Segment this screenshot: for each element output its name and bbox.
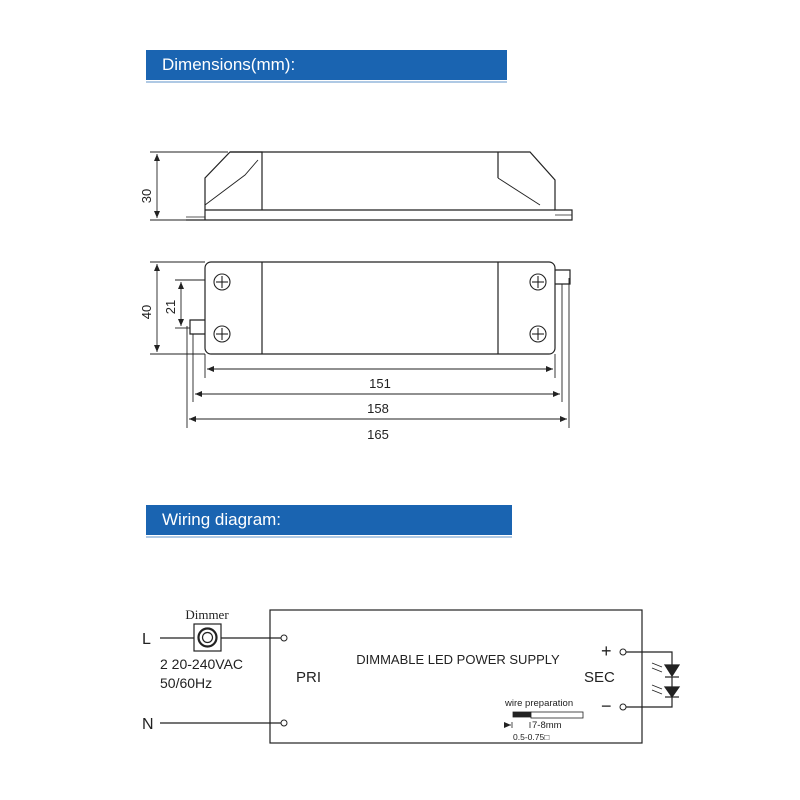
output-wires xyxy=(626,651,673,708)
side-view xyxy=(186,151,573,221)
length-extension-lines xyxy=(186,278,570,428)
line-label: L xyxy=(142,631,151,648)
screw-top-right-icon xyxy=(529,273,547,291)
wire-gauge-label: 0.5-0.75□ xyxy=(513,732,549,742)
led-diode-icon xyxy=(663,664,681,699)
mount-offset-label: 21 xyxy=(163,300,178,314)
strip-length-label: 7-8mm xyxy=(532,720,562,731)
screw-top-left-icon xyxy=(213,273,231,291)
plus-label: + xyxy=(601,641,612,661)
dimensions-section-title: Dimensions(mm): xyxy=(146,50,507,83)
top-width-dimension xyxy=(150,261,205,355)
sec-label: SEC xyxy=(584,669,615,686)
top-width-label: 40 xyxy=(139,305,154,319)
screw-bottom-right-icon xyxy=(529,325,547,343)
neutral-label: N xyxy=(142,716,154,733)
wire-prep-label: wire preparation xyxy=(504,698,573,709)
screw-bottom-left-icon xyxy=(213,325,231,343)
dimmer-knob-icon xyxy=(193,623,222,652)
wire-prep-icon xyxy=(504,711,584,728)
side-height-dimension xyxy=(150,151,228,221)
psu-title: DIMMABLE LED POWER SUPPLY xyxy=(356,652,560,667)
led-light-rays-icon xyxy=(651,662,663,695)
length-total-label: 165 xyxy=(367,427,389,442)
input-terminals xyxy=(280,634,288,727)
output-terminals xyxy=(619,648,627,711)
pri-label: PRI xyxy=(296,669,321,686)
side-height-label: 30 xyxy=(139,189,154,203)
input-wires xyxy=(160,637,281,724)
frequency-label: 50/60Hz xyxy=(160,675,212,691)
minus-label: − xyxy=(601,696,612,716)
length-mount-label: 158 xyxy=(367,401,389,416)
dimmer-label: Dimmer xyxy=(185,607,229,622)
wiring-section-title: Wiring diagram: xyxy=(146,505,512,538)
power-supply-box xyxy=(269,609,643,744)
voltage-label: 2 20-240VAC xyxy=(160,656,243,672)
top-view xyxy=(189,261,571,355)
length-dimension-lines xyxy=(189,366,567,422)
length-body-label: 151 xyxy=(369,376,391,391)
mount-offset-dimension xyxy=(175,279,205,329)
